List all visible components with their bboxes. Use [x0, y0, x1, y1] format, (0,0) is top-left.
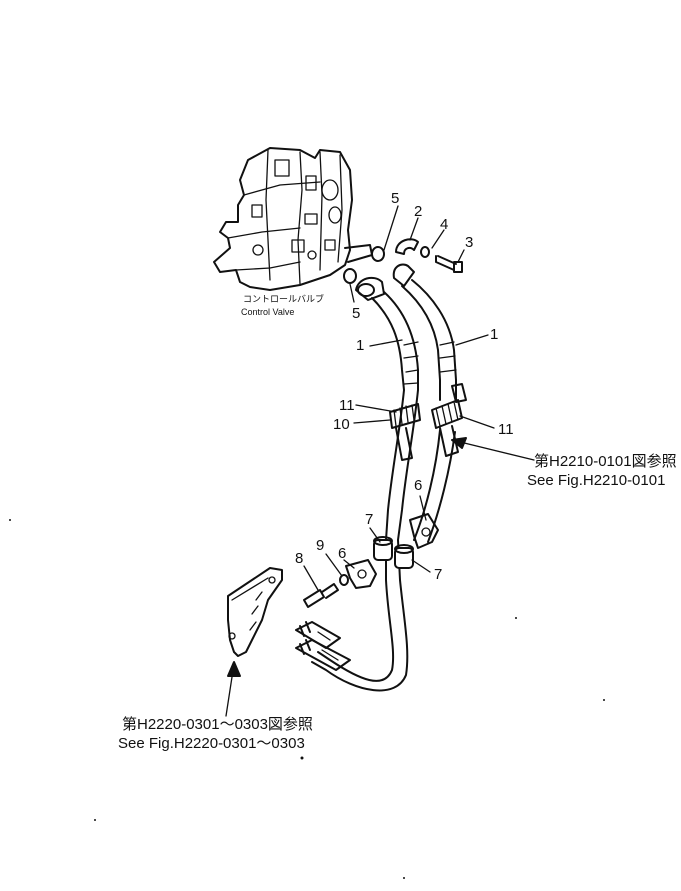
tie-right	[451, 383, 467, 403]
callout-bolt-lower: 8	[295, 550, 303, 567]
tie-left	[395, 427, 413, 461]
callout-washer-lower: 9	[316, 537, 324, 554]
washer-top	[420, 246, 430, 258]
o-ring-top	[371, 246, 385, 262]
hose-right	[401, 279, 457, 543]
callout-tie-right: 11	[498, 421, 514, 438]
reference-bottom-jp: 第H2220-0301～0303図参照	[122, 715, 313, 733]
callout-hose-left: 1	[356, 337, 364, 354]
callout-sleeve-left: 7	[365, 511, 373, 528]
callout-elbow: 2	[414, 203, 422, 220]
bracket-plate	[227, 567, 283, 657]
washer-lower	[339, 574, 349, 586]
callout-tie-left: 11	[339, 397, 355, 414]
control-valve-label-en: Control Valve	[241, 307, 294, 317]
scan-specks	[9, 519, 605, 879]
elbow-fitting	[395, 238, 419, 255]
lower-fittings	[295, 621, 351, 671]
right-hose-elbow	[392, 263, 415, 287]
callout-clamp-right: 6	[414, 477, 422, 494]
callout-sleeve-right: 7	[434, 566, 442, 583]
bolt-lower	[303, 583, 339, 608]
callout-washer-top: 4	[440, 216, 448, 233]
reference-right-en: See Fig.H2210-0101	[527, 472, 665, 489]
clamp-upper-right	[409, 513, 439, 549]
sleeve-left	[373, 536, 393, 561]
clamp-band	[389, 403, 421, 429]
callout-clamp-left: 6	[338, 545, 346, 562]
clamp-right	[431, 399, 463, 457]
hose-left	[311, 291, 419, 692]
control-valve-label-jp: コントロールバルブ	[243, 293, 324, 304]
control-valve-drawing	[213, 147, 373, 291]
callout-clamp-band: 10	[333, 416, 350, 433]
callout-hose-right: 1	[490, 326, 498, 343]
callout-bolt-top: 3	[465, 234, 473, 251]
bolt-top	[435, 255, 463, 273]
o-ring-lower	[343, 268, 357, 284]
leader-lines	[225, 205, 535, 717]
callout-o-ring-top: 5	[391, 190, 399, 207]
left-hose-flange	[355, 276, 385, 301]
callout-o-ring-lower: 5	[352, 305, 360, 322]
reference-right-jp: 第H2210-0101図参照	[534, 452, 677, 470]
reference-bottom-en: See Fig.H2220-0301～0303	[118, 735, 305, 752]
sleeve-right	[394, 544, 414, 569]
clamp-mid-left	[345, 559, 377, 589]
